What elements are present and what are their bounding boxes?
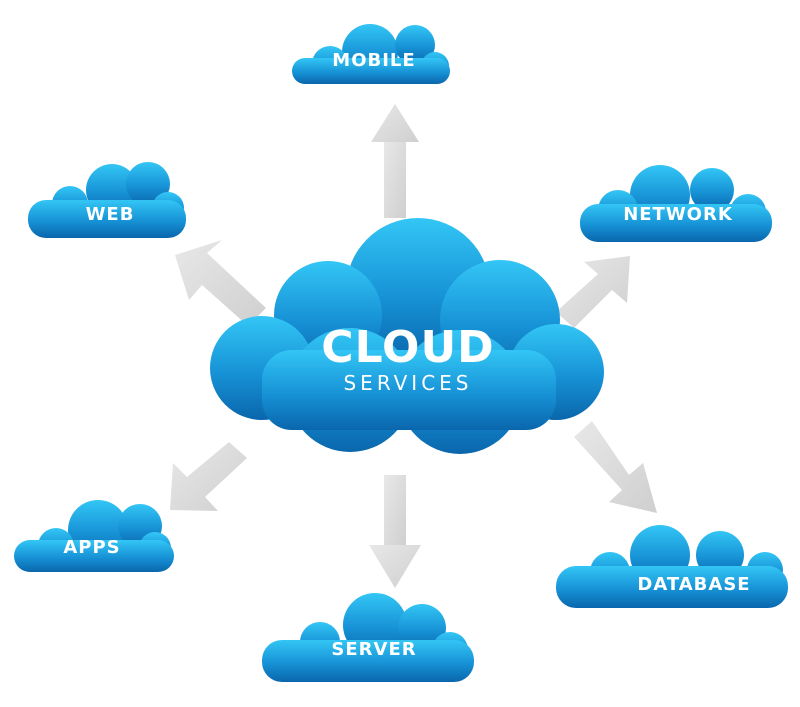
node-network-label: NETWORK: [623, 204, 733, 225]
arrow-to-apps: [170, 442, 247, 511]
arrow-to-network: [556, 256, 630, 328]
node-database-label: DATABASE: [637, 574, 750, 595]
node-apps: APPS: [14, 500, 174, 572]
node-network: NETWORK: [580, 165, 772, 242]
arrow-to-database: [574, 421, 657, 513]
node-mobile: MOBILE: [292, 24, 450, 84]
node-apps-label: APPS: [63, 537, 120, 558]
node-web-label: WEB: [86, 204, 135, 225]
arrow-to-server: [369, 475, 421, 588]
center-title: CLOUD: [321, 322, 494, 373]
arrow-to-web: [175, 240, 266, 326]
node-database: DATABASE: [556, 525, 788, 608]
node-server-label: SERVER: [331, 639, 416, 660]
node-mobile-label: MOBILE: [332, 50, 415, 71]
node-server: SERVER: [262, 593, 474, 682]
center-subtitle: SERVICES: [343, 371, 472, 395]
node-web: WEB: [28, 162, 186, 238]
center-cloud: CLOUD SERVICES: [210, 218, 604, 454]
arrow-to-mobile: [371, 104, 419, 218]
